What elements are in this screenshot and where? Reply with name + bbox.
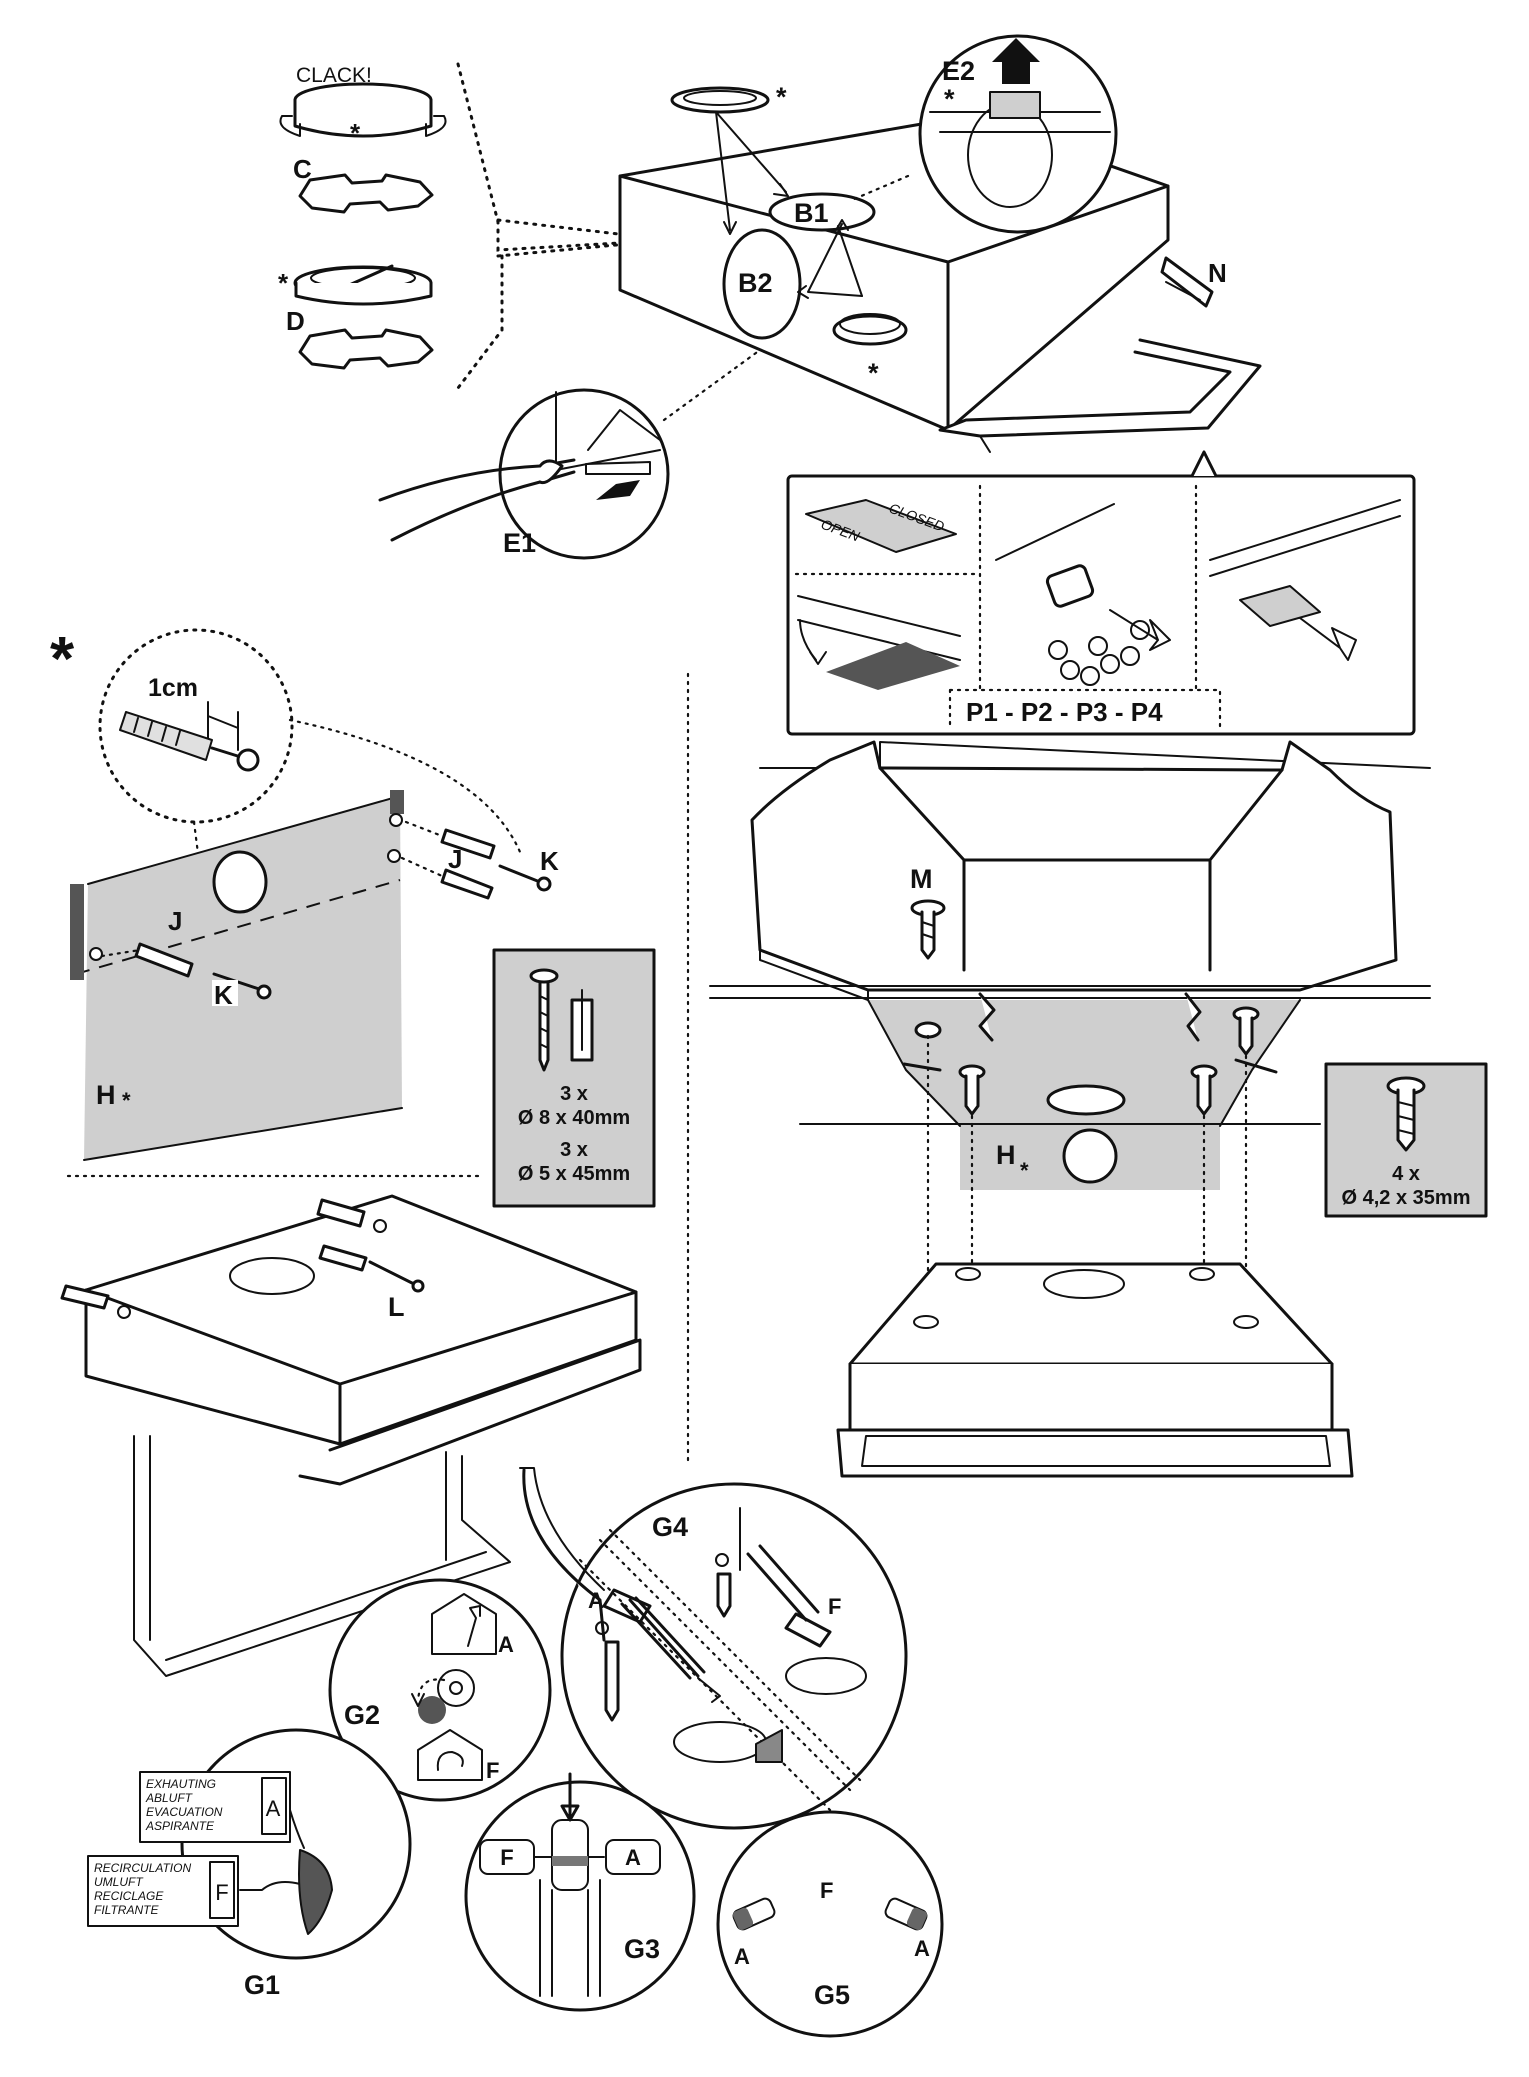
tag-recirc-letter: F: [215, 1880, 228, 1905]
label-g3-f: F: [500, 1845, 513, 1870]
label-b1: B1: [794, 198, 829, 228]
label-g2-a: A: [498, 1632, 514, 1657]
star-collar: *: [868, 358, 879, 388]
tag-exhaust-line4: ASPIRANTE: [145, 1819, 215, 1833]
tag-exhaust-line2: ABLUFT: [145, 1791, 194, 1805]
label-h-left: H: [96, 1080, 116, 1110]
label-g5: G5: [814, 1980, 850, 2010]
label-l: L: [388, 1292, 405, 1322]
magnifier-e2: E2 *: [850, 34, 1118, 234]
panel-p1-p4: OPEN CLOSED P1 - P2 - P3 - P4: [786, 450, 1416, 736]
tag-exhaust-line3: EVACUATION: [146, 1805, 223, 1819]
label-e1: E1: [503, 528, 536, 558]
label-c: C: [293, 154, 312, 184]
magnifier-e1: E1: [378, 348, 762, 560]
hardware-box-right: 4 x Ø 4,2 x 35mm: [1324, 1062, 1488, 1218]
label-k-top: K: [540, 846, 559, 876]
tag-exhaust-letter: A: [266, 1796, 281, 1821]
label-j-top: J: [448, 844, 462, 874]
star-h-right: *: [1020, 1158, 1029, 1183]
label-g3: G3: [624, 1934, 660, 1964]
tag-recirc-line3: RECICLAGE: [94, 1889, 164, 1903]
hw-right-qty: 4 x: [1392, 1163, 1420, 1185]
hw-left-size1: Ø 8 x 40mm: [518, 1107, 630, 1129]
clack-text: CLACK!: [296, 64, 372, 87]
label-p-series: P1 - P2 - P3 - P4: [966, 697, 1163, 727]
label-e2: E2: [942, 56, 975, 86]
label-h-right: H: [996, 1140, 1016, 1170]
label-g4-a: A: [588, 1588, 604, 1613]
star-disc: *: [776, 82, 787, 112]
label-b2: B2: [738, 268, 773, 298]
label-g2-f: F: [486, 1758, 499, 1783]
star-h-left: *: [122, 1088, 131, 1113]
tag-recirc-line1: RECIRCULATION: [94, 1861, 191, 1875]
label-d: D: [286, 306, 305, 336]
label-g3-a: A: [625, 1845, 641, 1870]
hw-left-size2: Ø 5 x 45mm: [518, 1163, 630, 1185]
label-g5-a-left: A: [734, 1944, 750, 1969]
hood-mounted-group: L: [60, 1194, 642, 1677]
label-g4-f: F: [828, 1594, 841, 1619]
label-j-left: J: [168, 906, 182, 936]
wall-fixing-group: * 1cm J K J K H *: [50, 625, 559, 1161]
circle-g4: G4 A F: [519, 1467, 908, 1830]
hw-left-qty1: 3 x: [560, 1083, 588, 1105]
label-1cm: 1cm: [148, 674, 198, 702]
circle-g1: A EXHAUTING ABLUFT EVACUATION ASPIRANTE …: [87, 1728, 412, 2000]
label-g2: G2: [344, 1700, 380, 1730]
tag-recirc-line4: FILTRANTE: [94, 1903, 159, 1917]
circle-g2: A F G2: [328, 1578, 552, 1802]
circle-g3: F A G3: [464, 1772, 696, 2012]
collar-d-group: * D: [278, 264, 434, 370]
collar-c-group: CLACK! * C: [279, 64, 447, 214]
star-e2: *: [944, 84, 955, 114]
label-g1: G1: [244, 1970, 280, 2000]
circle-g5: F A A G5: [716, 1810, 944, 2038]
hardware-box-left: 3 x Ø 8 x 40mm 3 x Ø 5 x 45mm: [492, 948, 656, 1208]
bracket-bottom: [456, 254, 504, 390]
star-d: *: [278, 268, 289, 298]
label-k-left: K: [214, 980, 233, 1010]
label-g4: G4: [652, 1512, 688, 1542]
tag-recirc-line2: UMLUFT: [94, 1875, 144, 1889]
hw-right-size: Ø 4,2 x 35mm: [1342, 1187, 1471, 1209]
tag-exhaust-line1: EXHAUTING: [146, 1777, 216, 1791]
label-m: M: [910, 864, 933, 894]
label-g5-a-right: A: [914, 1936, 930, 1961]
hw-left-qty2: 3 x: [560, 1139, 588, 1161]
bracket-top: [456, 62, 672, 252]
ceiling-canopy-group: M H *: [709, 740, 1431, 1478]
star-c: *: [350, 118, 361, 148]
star-big: *: [50, 625, 75, 694]
label-g5-f: F: [820, 1878, 833, 1903]
label-n: N: [1208, 258, 1227, 288]
